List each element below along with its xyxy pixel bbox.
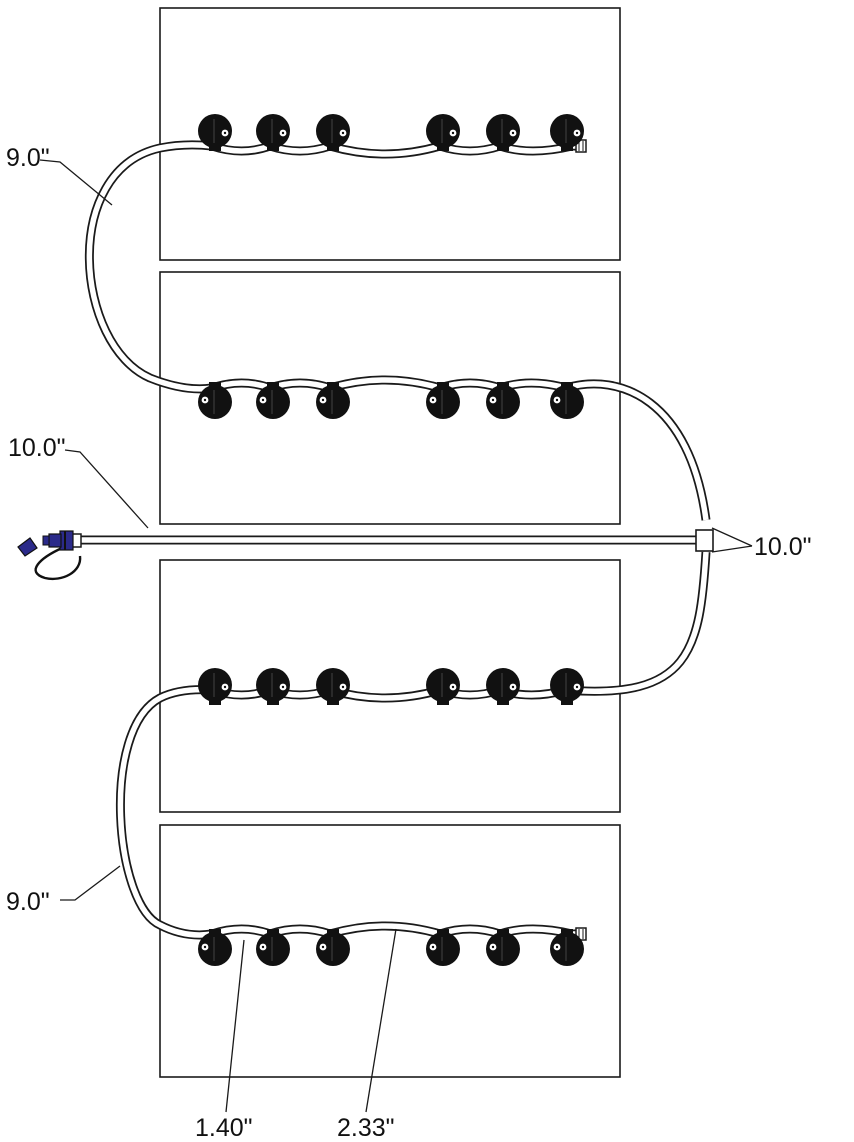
panel-3: [159, 559, 621, 813]
leader-lines: [39, 159, 753, 1113]
drip-valve-icon: [426, 114, 460, 151]
valve-spacing-long-label: 2.33": [337, 1114, 395, 1142]
drip-valve-icon: [316, 114, 350, 151]
panel-1: [159, 7, 621, 261]
drip-valve-icon: [486, 382, 520, 419]
drip-valve-icon: [256, 114, 290, 151]
drip-valve-icon: [550, 668, 584, 705]
hose-length-label-top: 9.0": [6, 144, 50, 172]
drip-valve-icon: [550, 929, 584, 966]
panel-2: [159, 271, 621, 525]
drip-valve-icon: [550, 114, 584, 151]
drip-valve-icon: [486, 114, 520, 151]
drip-valve-icon: [198, 929, 232, 966]
drip-valve-icon: [316, 929, 350, 966]
drip-valve-icon: [256, 382, 290, 419]
drip-valve-icon: [426, 668, 460, 705]
tee-fitting-icon: [695, 529, 714, 552]
drip-valve-icon: [316, 382, 350, 419]
hose-connector-icon: [17, 530, 82, 581]
drip-valve-icon: [486, 929, 520, 966]
drip-valve-icon: [256, 668, 290, 705]
feed-hose-length-label: 10.0": [8, 434, 66, 462]
valve-spacing-short-label: 1.40": [195, 1114, 253, 1142]
hose-network: [80, 140, 711, 940]
drip-valve-icon: [198, 382, 232, 419]
drip-valve-icon: [426, 929, 460, 966]
drip-valve-icon: [198, 114, 232, 151]
drip-valve-icon: [550, 382, 584, 419]
drip-valve-icon: [256, 929, 290, 966]
panel-4: [159, 824, 621, 1078]
drip-valve-icon: [486, 668, 520, 705]
drip-valve-icon: [426, 382, 460, 419]
drip-valve-icon: [316, 668, 350, 705]
hose-length-label-bottom: 9.0": [6, 888, 50, 916]
drip-valve-icon: [198, 668, 232, 705]
right-hose-length-label: 10.0": [754, 533, 812, 561]
valve-group: [198, 114, 584, 966]
